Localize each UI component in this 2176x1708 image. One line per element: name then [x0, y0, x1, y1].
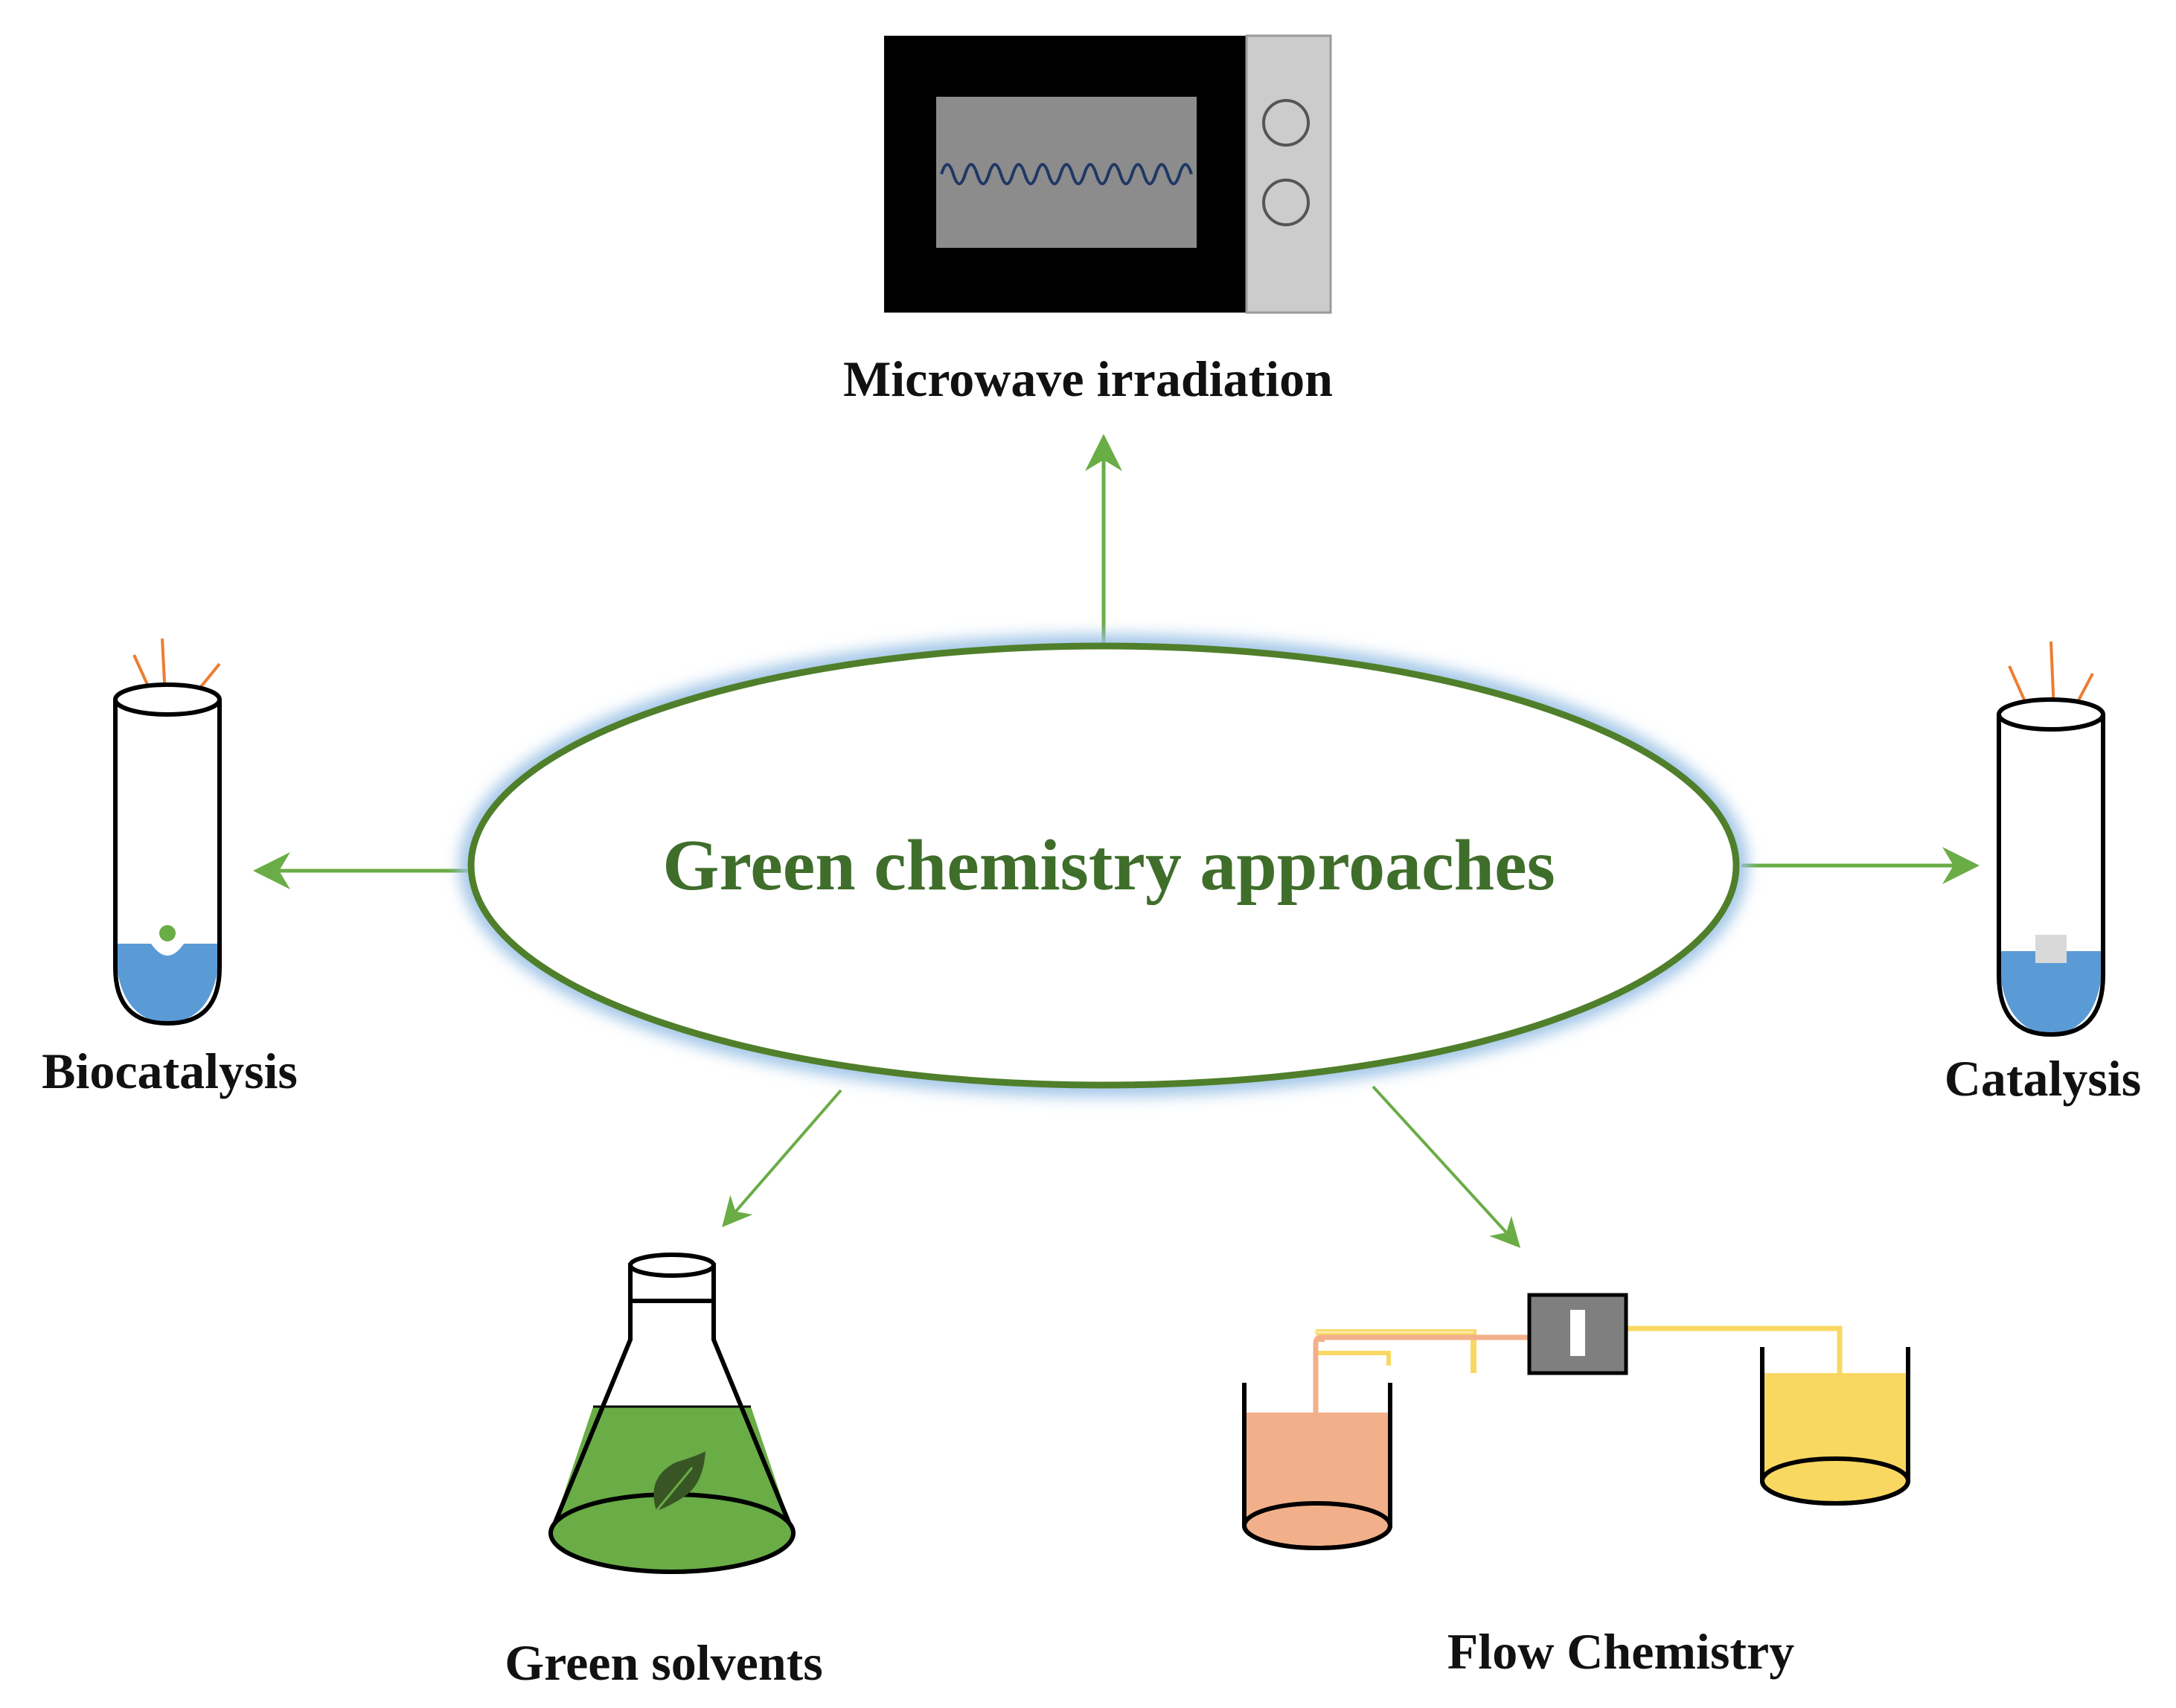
label-catalysis: Catalysis — [1944, 1050, 2142, 1107]
microwave-knob-bottom — [1262, 179, 1310, 226]
catalyst-block — [2035, 935, 2067, 963]
label-microwave-irradiation: Microwave irradiation — [843, 351, 1333, 407]
microwave-knob-top — [1262, 99, 1310, 147]
central-ellipse — [460, 635, 1747, 1096]
arrow-to-flow-chemistry — [1372, 1085, 1521, 1248]
flow-reactor-icon — [1242, 1293, 1910, 1550]
microwave-wave — [940, 163, 1193, 185]
microwave-icon — [884, 34, 1332, 314]
flask-leaf-icon — [548, 1253, 796, 1574]
test-tube-catalyst-icon — [1997, 641, 2105, 1037]
label-biocatalysis: Biocatalysis — [42, 1043, 298, 1099]
arrow-to-green-solvents — [722, 1089, 842, 1228]
test-tube-enzyme-icon — [113, 638, 222, 1026]
center-title: Green chemistry approaches — [662, 825, 1555, 906]
label-flow-chemistry: Flow Chemistry — [1447, 1623, 1795, 1680]
connector-arrows — [253, 434, 1980, 1248]
label-green-solvents: Green solvents — [505, 1634, 823, 1691]
enzyme-dot — [159, 925, 176, 941]
